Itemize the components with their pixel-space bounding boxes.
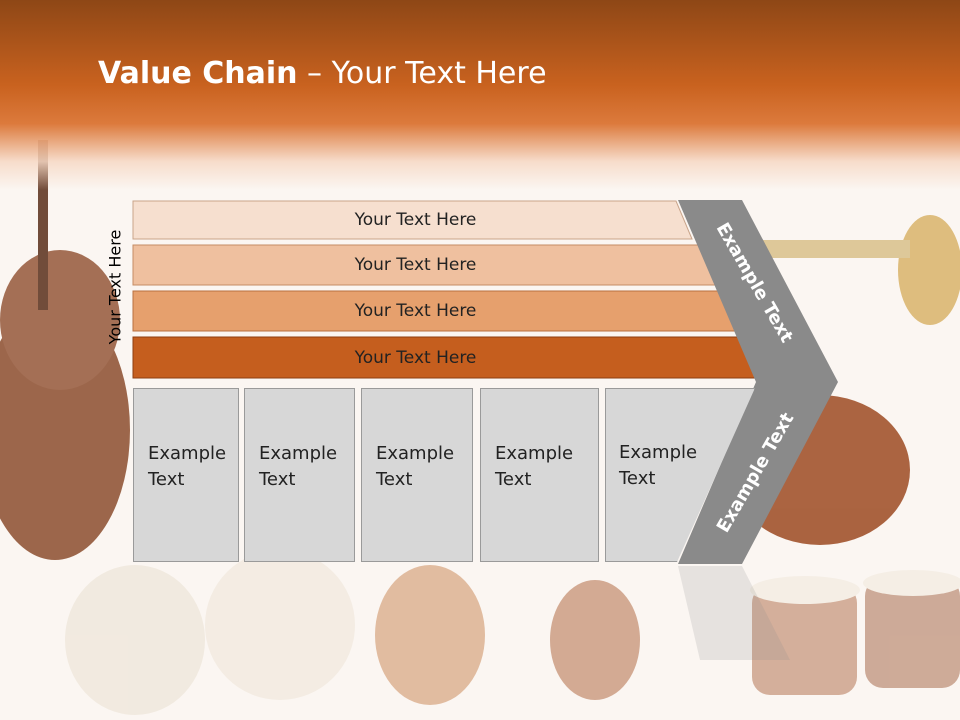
title-bold: Value Chain xyxy=(98,56,298,91)
bar-2-label: Your Text Here xyxy=(354,255,477,275)
box-1-line1: Example xyxy=(148,443,227,464)
box-5-line2: Text xyxy=(619,468,656,489)
bongo-1 xyxy=(752,585,857,695)
box-3-line1: Example xyxy=(376,443,455,464)
box-5-line1: Example xyxy=(619,442,698,463)
page-title: Value Chain – Your Text Here xyxy=(98,56,547,91)
box-4-line1: Example xyxy=(495,443,574,464)
chevron-reflection xyxy=(678,566,790,660)
title-banner xyxy=(0,0,960,190)
title-rest: – Your Text Here xyxy=(297,56,547,91)
bar-4: Your Text Here xyxy=(133,337,698,378)
box-3-line2: Text xyxy=(376,469,413,490)
box-4-line2: Text xyxy=(495,469,532,490)
bar-3: Your Text Here xyxy=(133,291,698,331)
box-2-line1: Example xyxy=(259,443,338,464)
bar-4-label: Your Text Here xyxy=(354,347,477,368)
bar-3-label: Your Text Here xyxy=(354,301,477,321)
bar-1-shape xyxy=(132,200,693,240)
trumpet-bell xyxy=(898,215,960,325)
bar-1: Your Text Here xyxy=(133,201,698,239)
box-2-line2: Text xyxy=(259,469,296,490)
guitar-body xyxy=(375,565,485,705)
bar-1-label: Your Text Here xyxy=(354,210,477,230)
box-1-line2: Text xyxy=(148,469,185,490)
chevron-shape xyxy=(678,200,838,564)
bar-2: Your Text Here xyxy=(133,245,698,285)
bongo-2 xyxy=(865,578,960,688)
